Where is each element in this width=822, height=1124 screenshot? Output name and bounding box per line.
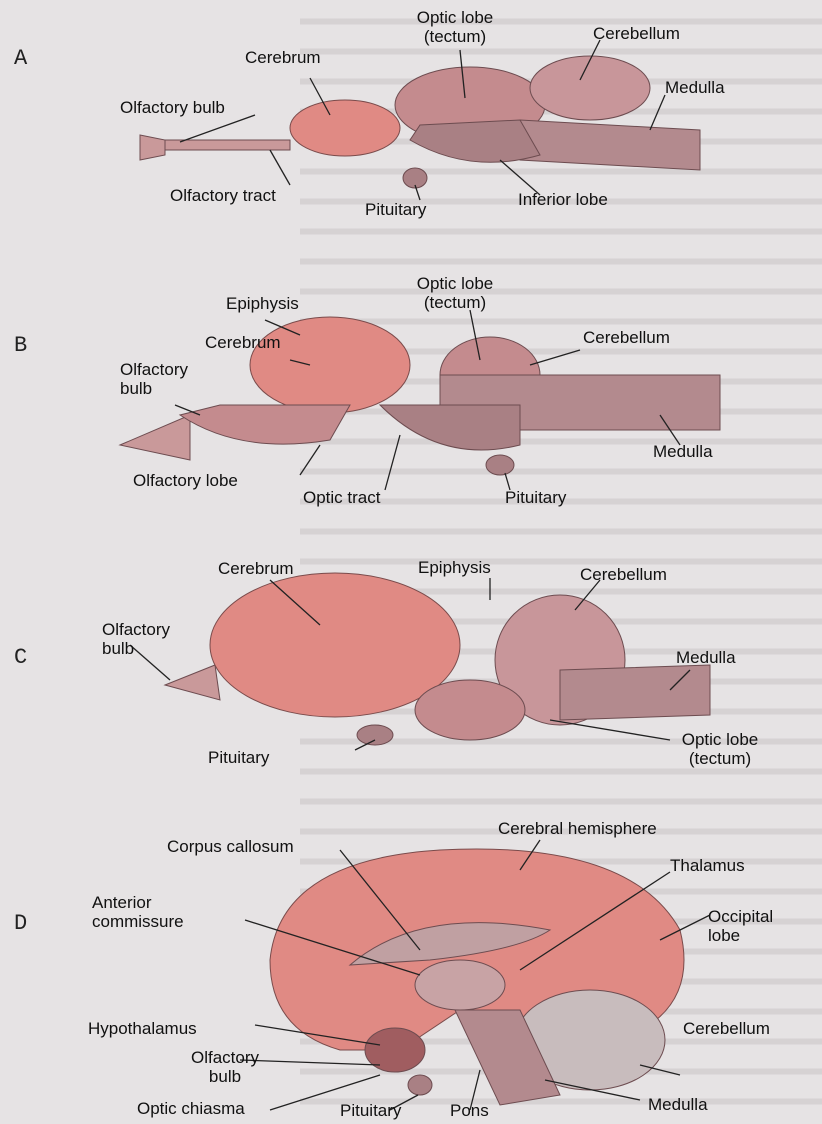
olfactory-tract-shape <box>150 140 290 150</box>
epiphysis-label: Epiphysis <box>226 294 299 313</box>
olfactory-bulb-label: Olfactory bulb <box>120 360 188 398</box>
pons-label: Pons <box>450 1101 489 1120</box>
optic-lobe-text: Optic lobe <box>660 730 780 749</box>
pituitary-label: Pituitary <box>365 200 426 219</box>
cerebellum-label: Cerebellum <box>583 328 670 347</box>
epiphysis-label: Epiphysis <box>418 558 491 577</box>
pituitary-shape <box>408 1075 432 1095</box>
olfactory-lobe-shape <box>180 405 350 444</box>
optic-tract-shape <box>380 405 520 450</box>
optic-lobe-subtext: (tectum) <box>660 749 780 768</box>
medulla-label: Medulla <box>665 78 725 97</box>
optic-lobe-shape <box>415 680 525 740</box>
thalamus-shape <box>415 960 505 1010</box>
olfactory-bulb-shape <box>120 415 190 460</box>
bulb-text: bulb <box>180 1067 270 1086</box>
cerebrum-shape <box>250 317 410 413</box>
anterior-commissure-label: Anterior commissure <box>92 893 184 931</box>
lobe-text: lobe <box>708 926 773 945</box>
medulla-label: Medulla <box>676 648 736 667</box>
cerebellum-shape <box>530 56 650 120</box>
pituitary-label: Pituitary <box>505 488 566 507</box>
cerebral-hemisphere-label: Cerebral hemisphere <box>498 819 657 838</box>
occipital-lobe-label: Occipital lobe <box>708 907 773 945</box>
bulb-text: bulb <box>102 639 170 658</box>
cerebrum-shape <box>290 100 400 156</box>
corpus-callosum-label: Corpus callosum <box>167 837 294 856</box>
panel-d-human-brain: D Cerebral hemisphere Corpus callosum Th… <box>0 810 822 1124</box>
olfactory-bulb-label: Olfactory bulb <box>102 620 170 658</box>
cerebellum-label: Cerebellum <box>683 1019 770 1038</box>
hypothalamus-label: Hypothalamus <box>88 1019 197 1038</box>
pituitary-label: Pituitary <box>340 1101 401 1120</box>
panel-a-fish-brain: A Optic lobe (tectum) Cerebellum Cerebru… <box>0 0 822 230</box>
olfactory-lobe-label: Olfactory lobe <box>133 471 238 490</box>
olfactory-bulb-shape <box>165 665 220 700</box>
cerebellum-label: Cerebellum <box>593 24 680 43</box>
medulla-label: Medulla <box>653 442 713 461</box>
optic-lobe-label: Optic lobe (tectum) <box>395 274 515 312</box>
optic-lobe-text: Optic lobe <box>395 8 515 27</box>
cerebrum-label: Cerebrum <box>245 48 321 67</box>
optic-lobe-subtext: (tectum) <box>395 293 515 312</box>
olfactory-bulb-shape <box>140 135 165 160</box>
optic-tract-label: Optic tract <box>303 488 380 507</box>
olfactory-bulb-label: Olfactory bulb <box>120 98 225 117</box>
olfactory-text: Olfactory <box>180 1048 270 1067</box>
olfactory-text: Olfactory <box>120 360 188 379</box>
commissure-text: commissure <box>92 912 184 931</box>
optic-lobe-subtext: (tectum) <box>395 27 515 46</box>
pituitary-label: Pituitary <box>208 748 269 767</box>
medulla-shape <box>520 120 700 170</box>
panel-b-amphibian-brain: B Optic lobe (tectum) Epiphysis Cerebrum… <box>0 265 822 515</box>
inferior-lobe-label: Inferior lobe <box>518 190 608 209</box>
olfactory-tract-label: Olfactory tract <box>170 186 276 205</box>
optic-lobe-text: Optic lobe <box>395 274 515 293</box>
panel-letter: B <box>14 333 27 358</box>
thalamus-label: Thalamus <box>670 856 745 875</box>
optic-lobe-label: Optic lobe (tectum) <box>395 8 515 46</box>
panel-c-bird-brain: C Cerebrum Epiphysis Cerebellum Olfactor… <box>0 550 822 790</box>
panel-letter: D <box>14 911 27 936</box>
panel-letter: C <box>14 645 27 670</box>
cerebrum-label: Cerebrum <box>218 559 294 578</box>
panel-letter: A <box>14 46 27 71</box>
olfactory-bulb-label: Olfactory bulb <box>180 1048 270 1086</box>
optic-chiasma-label: Optic chiasma <box>137 1099 245 1118</box>
optic-lobe-label: Optic lobe (tectum) <box>660 730 780 768</box>
cerebellum-label: Cerebellum <box>580 565 667 584</box>
medulla-label: Medulla <box>648 1095 708 1114</box>
bulb-text: bulb <box>120 379 188 398</box>
cerebrum-label: Cerebrum <box>205 333 281 352</box>
olfactory-text: Olfactory <box>102 620 170 639</box>
pituitary-shape <box>486 455 514 475</box>
inferior-lobe-shape <box>410 120 540 162</box>
pituitary-shape <box>357 725 393 745</box>
occipital-text: Occipital <box>708 907 773 926</box>
anterior-text: Anterior <box>92 893 184 912</box>
